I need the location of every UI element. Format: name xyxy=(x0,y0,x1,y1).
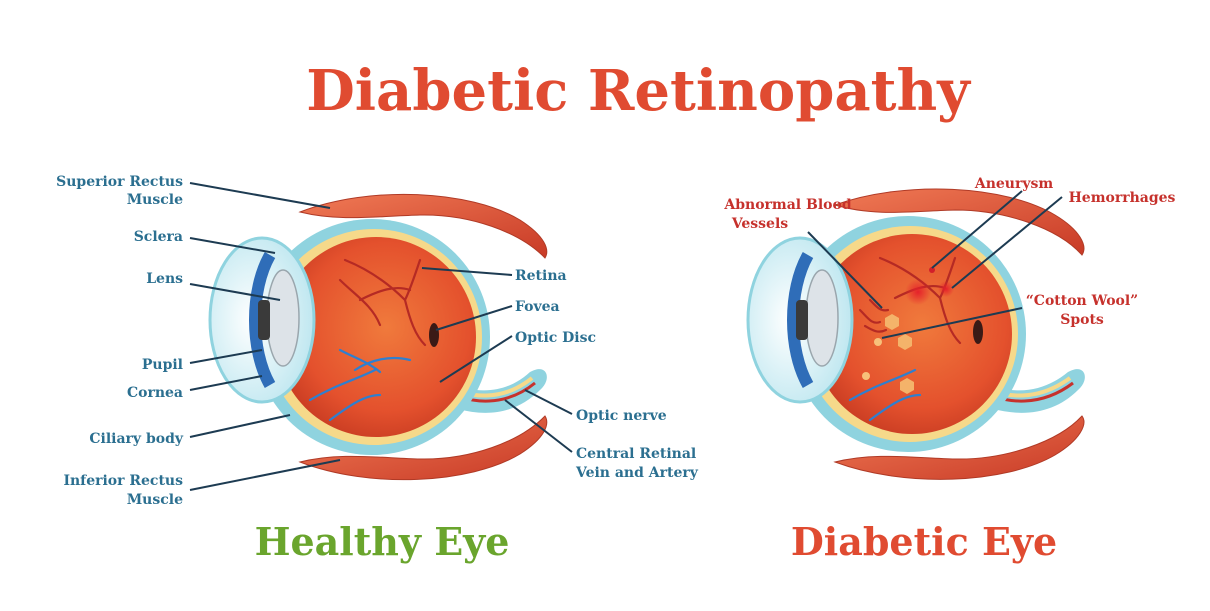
label-hemorrhages: Hemorrhages xyxy=(1069,190,1176,206)
label-fovea: Fovea xyxy=(515,299,560,315)
diabetic-eye-caption: Diabetic Eye xyxy=(791,519,1057,564)
healthy-eye-illustration xyxy=(210,194,547,479)
label-lens: Lens xyxy=(146,271,183,287)
cotton-wool-spot xyxy=(862,372,870,380)
fovea xyxy=(429,323,439,347)
label-abnormal-blood-vessels-line2: Vessels xyxy=(731,216,788,232)
label-superior-rectus: Superior Rectus xyxy=(56,174,183,190)
label-inferior-rectus: Inferior Rectus xyxy=(63,473,183,489)
lens xyxy=(267,270,299,366)
label-ciliary-body: Ciliary body xyxy=(89,431,183,447)
label-pupil: Pupil xyxy=(142,357,183,373)
hemorrhage-spot xyxy=(938,281,954,297)
label-superior-rectus-line2: Muscle xyxy=(127,192,183,208)
diabetic-eye-illustration xyxy=(748,189,1085,479)
label-sclera: Sclera xyxy=(134,229,183,245)
page-title: Diabetic Retinopathy xyxy=(306,58,971,124)
label-central-retinal-line2: Vein and Artery xyxy=(575,465,699,481)
label-inferior-rectus-line2: Muscle xyxy=(127,492,183,508)
label-central-retinal: Central Retinal xyxy=(576,446,696,462)
diabetic-fovea xyxy=(973,320,983,344)
label-aneurysm: Aneurysm xyxy=(974,176,1054,192)
healthy-eye-caption: Healthy Eye xyxy=(255,519,510,564)
cotton-wool-spot xyxy=(874,338,882,346)
diabetic-lens xyxy=(806,270,838,366)
label-abnormal-blood-vessels: Abnormal Blood xyxy=(723,197,851,213)
label-cotton-wool-line2: Spots xyxy=(1060,312,1104,328)
label-cornea: Cornea xyxy=(127,385,183,401)
diabetic-pupil xyxy=(796,300,808,340)
hemorrhage-spot xyxy=(905,279,931,305)
pupil xyxy=(258,300,270,340)
label-retina: Retina xyxy=(515,268,567,284)
label-optic-disc: Optic Disc xyxy=(515,330,596,346)
label-optic-nerve: Optic nerve xyxy=(576,408,667,424)
label-cotton-wool: “Cotton Wool” xyxy=(1026,293,1139,309)
